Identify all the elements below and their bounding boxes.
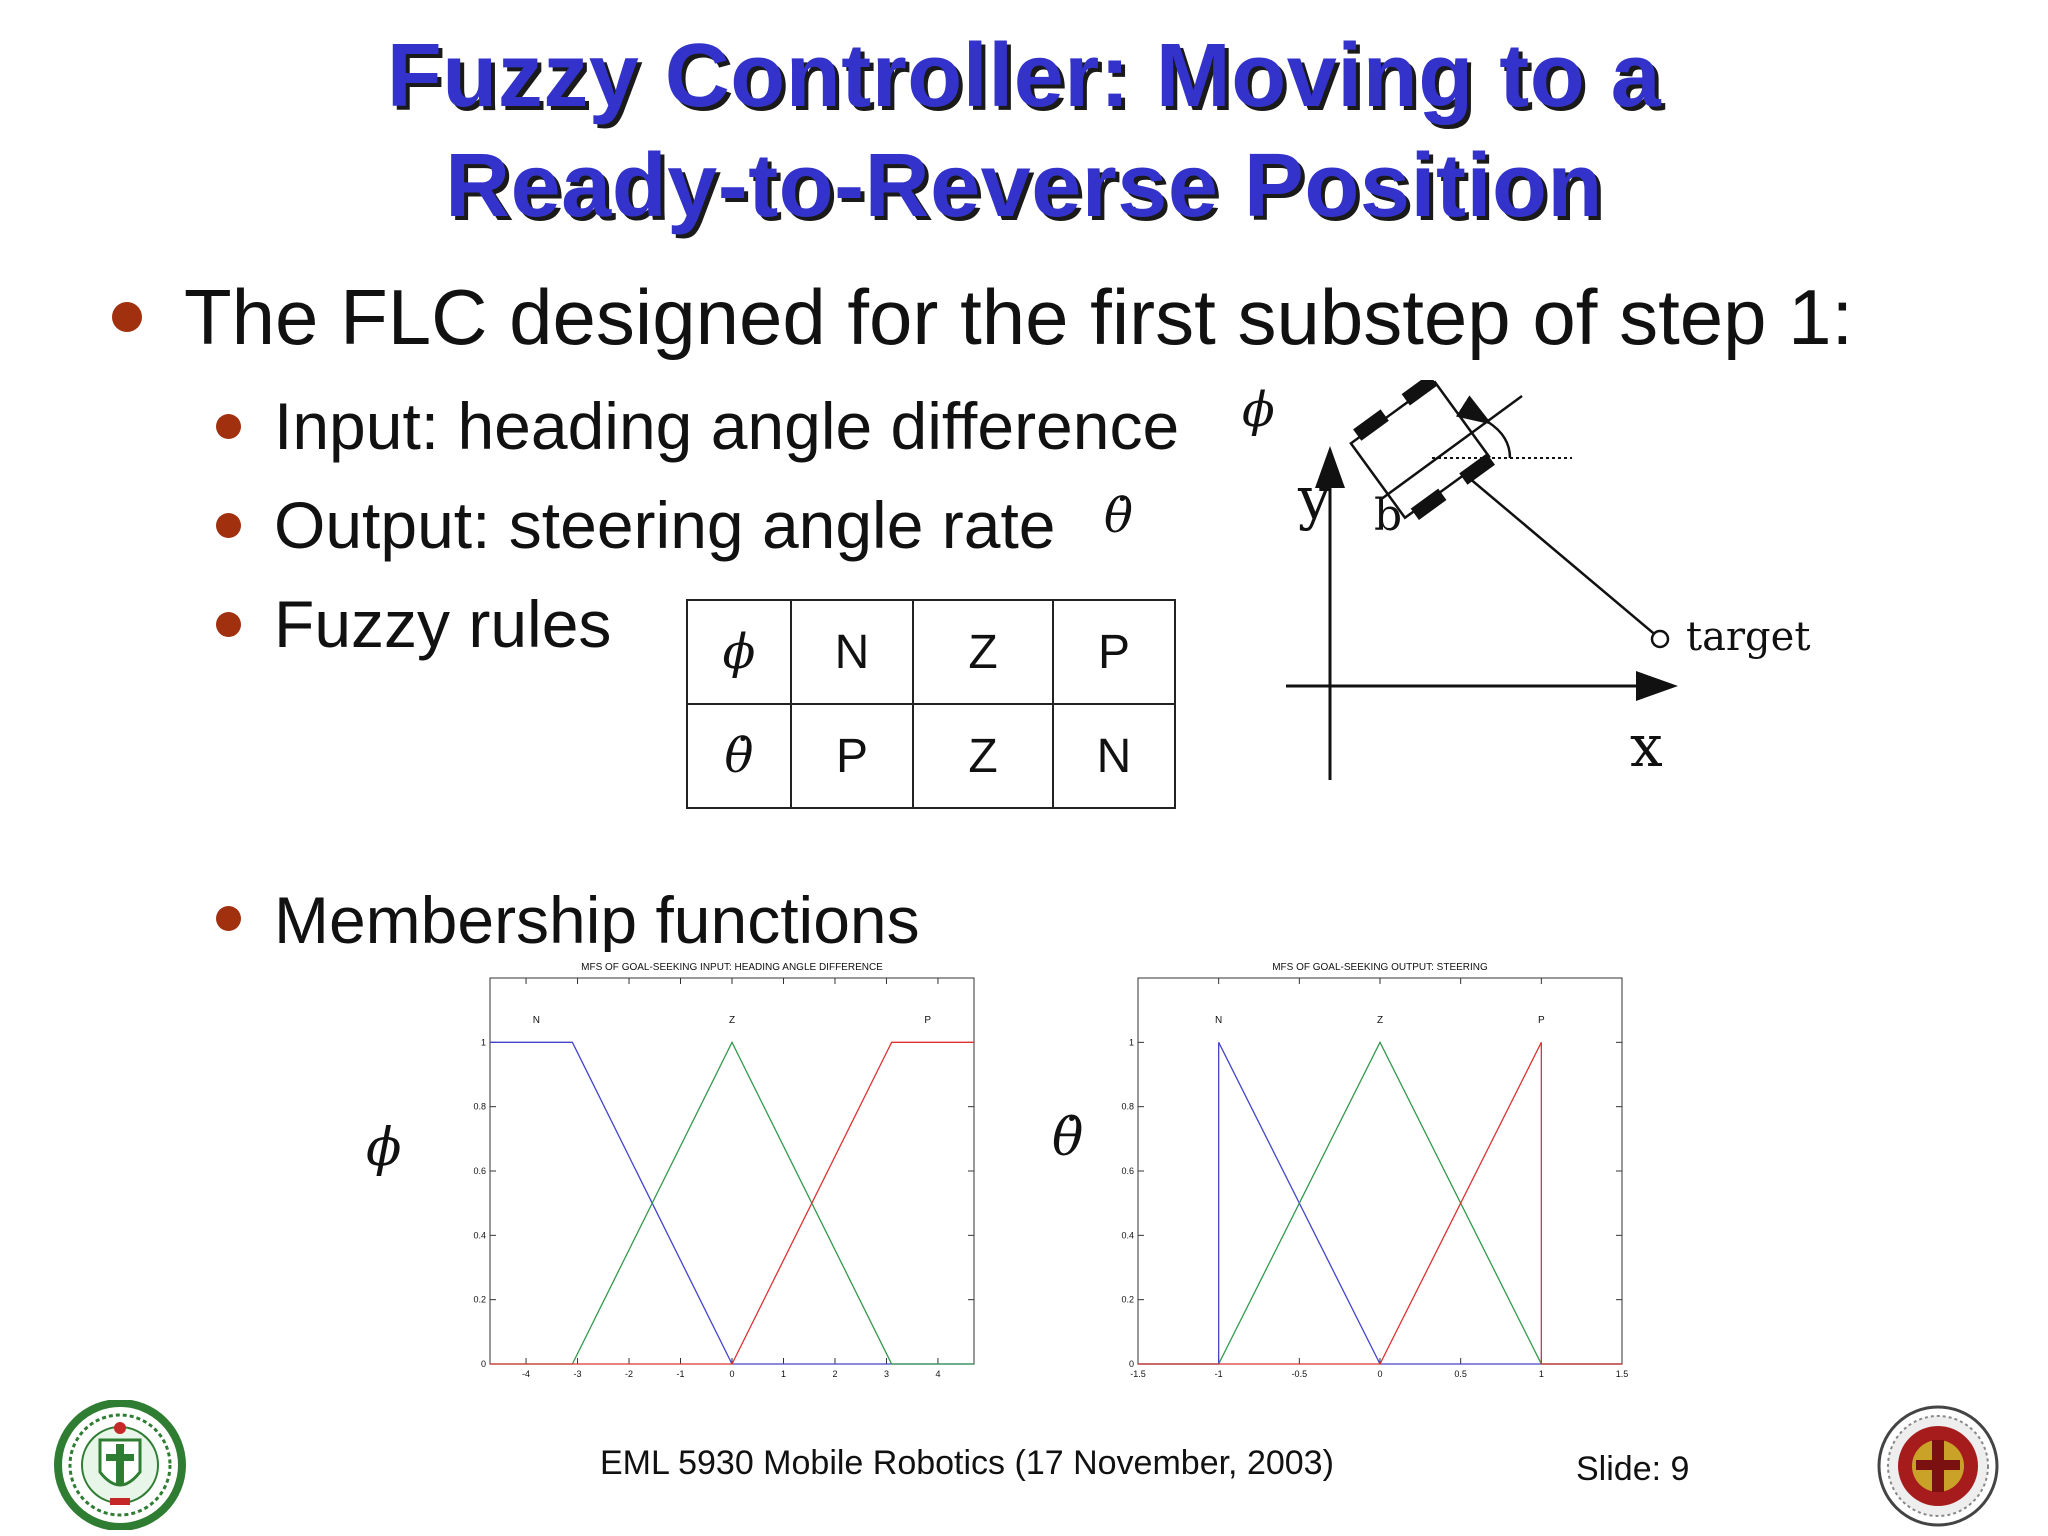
x-tick-label: 0.5 [1454,1369,1467,1379]
x-tick-label: -2 [625,1369,633,1379]
university-seal-logo-right [1877,1405,1999,1527]
vehicle-body [1349,380,1495,520]
phi-symbol: ϕ [1242,382,1275,438]
y-tick-label: 0.2 [473,1295,486,1305]
y-tick-label: 0.8 [473,1102,486,1112]
y-tick-label: 0.4 [473,1230,486,1240]
theta-dot-symbol: θ̇ [1104,488,1133,544]
fuzzy-rules-table: ϕ N Z P θ̇ P Z N [686,599,1176,809]
y-tick-label: 1 [1129,1037,1134,1047]
rules-row-label: ϕ [686,599,792,705]
rules-row-output: θ̇ P Z N [686,703,1176,809]
rules-cell: N [1052,703,1176,809]
phi-plot-label: ϕ [366,1118,402,1178]
bullet-dot [216,414,241,439]
x-tick-label: 1 [1539,1369,1544,1379]
slide-title-line1: Fuzzy Controller: Moving to a [386,26,1662,126]
mf-label: P [1538,1015,1545,1026]
bullet-rules: Fuzzy rules [274,587,612,661]
rules-row-label: θ̇ [686,703,792,809]
mf-label: N [1215,1015,1222,1026]
bullet-dot [216,513,241,538]
y-label: y [1297,464,1331,532]
x-tick-label: 1 [781,1369,786,1379]
y-tick-label: 0.6 [1121,1166,1134,1176]
x-tick-label: -4 [522,1369,530,1379]
mf-label: Z [1377,1015,1383,1026]
x-tick-label: -1.5 [1130,1369,1146,1379]
x-tick-label: 4 [935,1369,940,1379]
target-point [1650,629,1670,649]
x-tick-label: 3 [884,1369,889,1379]
chart-frame [1137,977,1623,1365]
bullet-main: The FLC designed for the first substep o… [184,273,1854,361]
series-line-p [490,1041,974,1365]
university-seal-logo-left [54,1400,186,1530]
rules-cell: P [790,703,914,809]
x-tick-label: -1 [1215,1369,1223,1379]
rules-cell: P [1052,599,1176,705]
x-tick-label: 1.5 [1616,1369,1629,1379]
vehicle-target-diagram: y b target x [1286,380,1810,780]
target-line [1461,471,1659,638]
rules-cell: N [790,599,914,705]
y-tick-label: 1 [481,1037,486,1047]
x-tick-label: 0 [1377,1369,1382,1379]
slide-title-line2: Ready-to-Reverse Position [445,136,1603,236]
input-membership-chart: MFS OF GOAL-SEEKING INPUT: HEADING ANGLE… [473,962,975,1379]
slide-number: Slide: 9 [1576,1450,1690,1488]
y-tick-label: 0.2 [1121,1295,1134,1305]
y-tick-label: 0.8 [1121,1102,1134,1112]
theta-dot-plot-label: θ̇ [1052,1108,1084,1168]
mf-label: N [533,1015,540,1026]
mf-label: P [924,1015,931,1026]
heading-line [1379,394,1523,502]
chart-frame [489,977,975,1365]
x-tick-label: -1 [677,1369,685,1379]
bullet-mfs: Membership functions [274,883,920,952]
course-footer: EML 5930 Mobile Robotics (17 November, 2… [600,1444,1334,1482]
b-label: b [1374,490,1402,541]
bullet-dot [112,302,142,332]
chart-title: MFS OF GOAL-SEEKING INPUT: HEADING ANGLE… [581,962,883,973]
chart-title: MFS OF GOAL-SEEKING OUTPUT: STEERING [1272,962,1488,973]
x-label: x [1630,712,1663,780]
x-tick-label: 2 [832,1369,837,1379]
target-label: target [1686,614,1810,660]
bullet-input: Input: heading angle difference [274,389,1180,463]
rules-cell: Z [912,599,1054,705]
mf-label: Z [729,1015,735,1026]
y-tick-label: 0 [1129,1359,1134,1369]
output-membership-chart: MFS OF GOAL-SEEKING OUTPUT: STEERING 0 0.2… [1121,962,1629,1379]
series-line-p [1138,1042,1622,1365]
bullet-dot [216,612,241,637]
y-tick-label: 0 [481,1359,486,1369]
rules-row-input: ϕ N Z P [686,599,1176,705]
x-tick-label: 0 [729,1369,734,1379]
y-tick-label: 0.6 [473,1166,486,1176]
x-tick-label: -0.5 [1292,1369,1308,1379]
angle-arc [1455,395,1512,459]
bullet-output: Output: steering angle rate [274,488,1056,562]
bullet-dot [216,906,241,931]
rules-cell: Z [912,703,1054,809]
y-tick-label: 0.4 [1121,1230,1134,1240]
x-tick-label: -3 [574,1369,582,1379]
